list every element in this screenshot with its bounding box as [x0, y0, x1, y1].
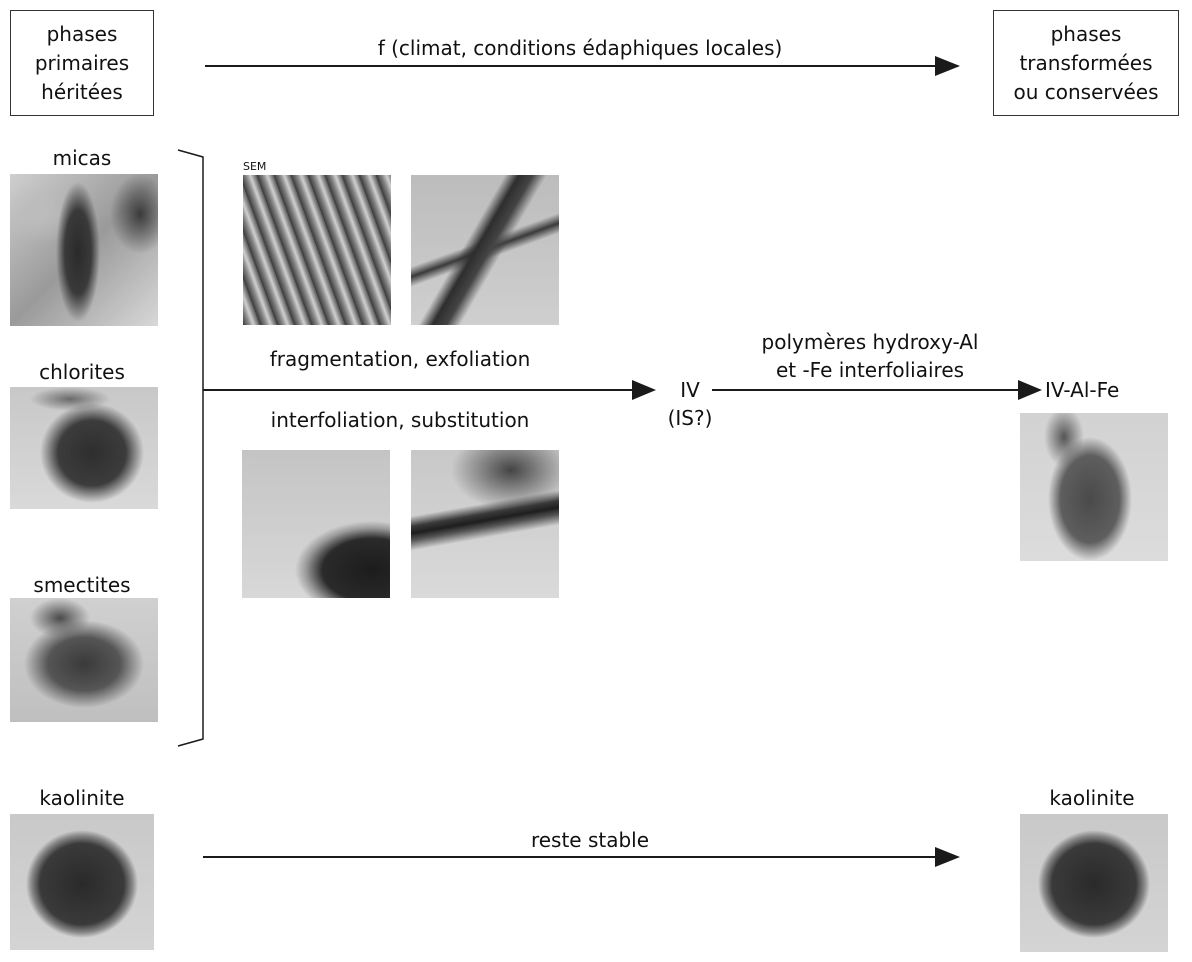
to-iv-arrowhead	[632, 380, 656, 400]
primary-bracket	[178, 150, 203, 746]
top-arrowhead	[935, 56, 960, 76]
kaolinite-arrowhead	[935, 847, 960, 867]
to-iv-al-fe-arrowhead	[1018, 380, 1042, 400]
